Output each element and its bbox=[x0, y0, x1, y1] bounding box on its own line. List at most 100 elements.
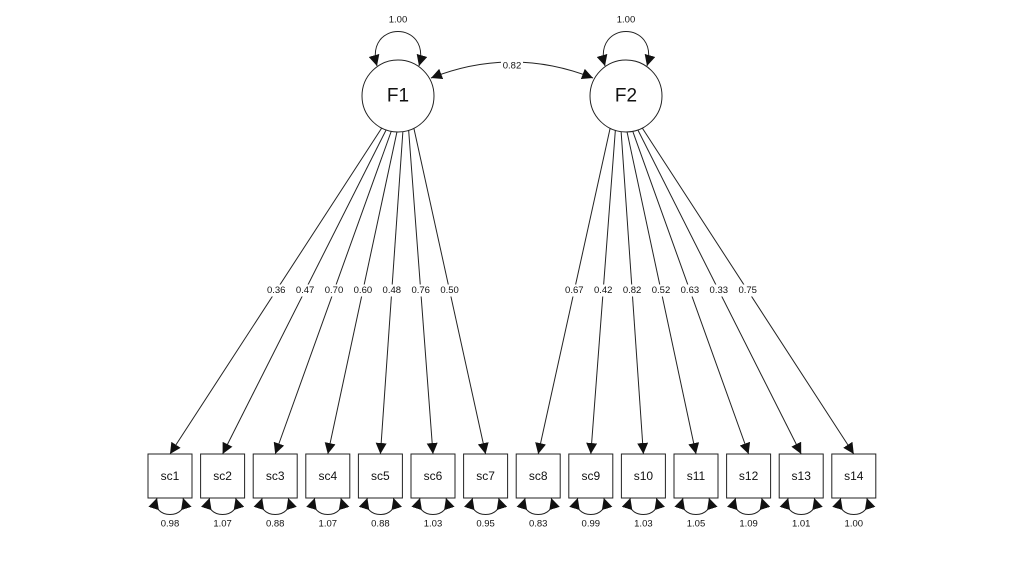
indicator-box-s11 bbox=[673, 453, 719, 499]
residual-loop-s14 bbox=[832, 497, 876, 515]
residual-loop-sc2 bbox=[201, 497, 245, 515]
latent-label-F2: F2 bbox=[615, 86, 637, 107]
loading-label-sc7: 0.50 bbox=[440, 285, 459, 296]
loading-label-sc7-bg bbox=[438, 284, 461, 297]
indicator-label-sc1: sc1 bbox=[161, 469, 180, 483]
residual-label-sc8: 0.83 bbox=[529, 519, 548, 530]
indicator-label-sc3: sc3 bbox=[266, 469, 285, 483]
indicator-box-sc3 bbox=[252, 453, 298, 499]
residual-label-s13-bg bbox=[791, 518, 812, 530]
residual-label-sc2: 1.07 bbox=[213, 519, 232, 530]
indicator-box-s14 bbox=[831, 453, 877, 499]
residual-label-sc1: 0.98 bbox=[161, 519, 180, 530]
loading-label-s11-bg bbox=[650, 284, 672, 297]
residual-loop-sc5 bbox=[358, 497, 402, 515]
indicator-box-sc5 bbox=[357, 453, 403, 499]
indicator-label-s13: s13 bbox=[792, 469, 812, 483]
loading-label-s13: 0.33 bbox=[710, 285, 729, 296]
covariance-label-bg bbox=[501, 60, 523, 72]
indicator-box-sc6 bbox=[410, 453, 456, 499]
indicator-box-sc1 bbox=[147, 453, 193, 499]
residual-loop-s12 bbox=[727, 497, 771, 515]
residual-label-s14: 1.00 bbox=[845, 519, 864, 530]
loading-label-s10: 0.82 bbox=[623, 285, 642, 296]
loading-label-s10-bg bbox=[621, 284, 644, 297]
residual-label-sc6-bg bbox=[423, 518, 443, 530]
loading-label-sc9-bg bbox=[592, 284, 615, 297]
loading-label-s11: 0.52 bbox=[652, 285, 671, 296]
residual-loop-sc1 bbox=[148, 497, 192, 515]
residual-loop-sc7 bbox=[464, 497, 508, 515]
loading-label-sc9: 0.42 bbox=[594, 285, 613, 296]
residual-label-sc9: 0.99 bbox=[582, 519, 601, 530]
residual-label-s11: 1.05 bbox=[687, 519, 706, 530]
loading-label-s14: 0.75 bbox=[738, 285, 757, 296]
residual-loop-sc6 bbox=[411, 497, 455, 515]
residual-loop-sc4 bbox=[306, 497, 350, 515]
variance-label-F2: 1.00 bbox=[617, 15, 636, 26]
indicator-box-s12 bbox=[726, 453, 772, 499]
residual-label-s12-bg bbox=[738, 518, 759, 530]
indicator-box-sc9 bbox=[568, 453, 614, 499]
loading-label-s12-bg bbox=[678, 284, 701, 297]
latent-circle-F2 bbox=[589, 59, 663, 133]
indicator-box-sc2 bbox=[200, 453, 246, 499]
loading-label-sc5: 0.48 bbox=[383, 285, 402, 296]
indicator-label-sc5: sc5 bbox=[371, 469, 390, 483]
indicator-box-sc4 bbox=[305, 453, 351, 499]
indicator-label-s14: s14 bbox=[844, 469, 864, 483]
residual-label-sc7-bg bbox=[475, 518, 496, 530]
loading-label-sc3: 0.70 bbox=[325, 285, 344, 296]
loading-label-sc8: 0.67 bbox=[565, 285, 584, 296]
indicator-label-sc4: sc4 bbox=[318, 469, 337, 483]
indicator-box-s10 bbox=[620, 453, 666, 499]
indicator-box-s13 bbox=[778, 453, 824, 499]
residual-loop-s11 bbox=[674, 497, 718, 515]
indicator-label-s10: s10 bbox=[634, 469, 654, 483]
variance-loop-F1 bbox=[368, 31, 428, 67]
indicator-label-s11: s11 bbox=[687, 469, 706, 483]
indicator-label-sc8: sc8 bbox=[529, 469, 548, 483]
residual-label-sc7: 0.95 bbox=[476, 519, 495, 530]
indicator-label-sc9: sc9 bbox=[581, 469, 600, 483]
loading-label-s14-bg bbox=[736, 284, 759, 297]
residual-label-sc3-bg bbox=[265, 518, 286, 530]
residual-label-s10: 1.03 bbox=[634, 519, 653, 530]
loading-label-sc8-bg bbox=[563, 284, 586, 297]
loading-label-sc4: 0.60 bbox=[354, 285, 373, 296]
residual-label-sc3: 0.88 bbox=[266, 519, 285, 530]
loading-label-sc2-bg bbox=[294, 284, 317, 297]
loading-label-sc1-bg bbox=[265, 284, 288, 297]
residual-label-sc5-bg bbox=[370, 518, 391, 530]
covariance-label: 0.82 bbox=[503, 61, 522, 72]
variance-label-F1-bg bbox=[387, 14, 409, 26]
variance-loop-F2 bbox=[596, 31, 656, 67]
latent-label-F1: F1 bbox=[387, 86, 409, 107]
loading-label-sc4-bg bbox=[351, 284, 374, 297]
residual-loop-sc3 bbox=[253, 497, 297, 515]
indicator-box-sc8 bbox=[515, 453, 561, 499]
residual-loop-s10 bbox=[621, 497, 665, 515]
residual-label-s13: 1.01 bbox=[792, 519, 811, 530]
residual-label-sc4-bg bbox=[317, 518, 338, 530]
indicator-box-sc7 bbox=[463, 453, 509, 499]
residual-label-sc5: 0.88 bbox=[371, 519, 390, 530]
residual-label-sc8-bg bbox=[528, 518, 549, 530]
residual-label-sc9-bg bbox=[580, 518, 601, 530]
indicator-label-s12: s12 bbox=[739, 469, 759, 483]
indicator-label-sc2: sc2 bbox=[213, 469, 232, 483]
loading-label-sc5-bg bbox=[380, 284, 403, 297]
residual-label-s14-bg bbox=[843, 518, 864, 530]
loading-label-sc1: 0.36 bbox=[267, 285, 286, 296]
indicator-label-sc7: sc7 bbox=[476, 469, 495, 483]
loading-label-sc3-bg bbox=[323, 284, 345, 297]
loading-label-sc2: 0.47 bbox=[296, 285, 315, 296]
residual-label-s10-bg bbox=[633, 518, 654, 530]
loading-label-sc6: 0.76 bbox=[411, 285, 430, 296]
latent-circle-F1 bbox=[361, 59, 435, 133]
variance-label-F1: 1.00 bbox=[389, 15, 408, 26]
residual-label-sc6: 1.03 bbox=[424, 519, 443, 530]
loading-label-s12: 0.63 bbox=[681, 285, 700, 296]
residual-label-s11-bg bbox=[686, 518, 706, 530]
